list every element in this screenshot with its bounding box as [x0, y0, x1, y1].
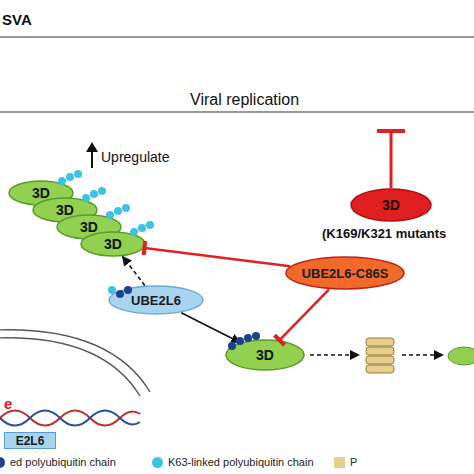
arrow-head: [350, 350, 360, 360]
arrow-connector: [181, 313, 240, 343]
node-text: 3D: [256, 348, 274, 362]
nucleus-envelope: [0, 330, 150, 392]
legend-text: ed polyubiquitin chain: [10, 456, 116, 468]
k63-ubiquitin: [114, 207, 122, 215]
legend-item: ed polyubiquitin chain: [0, 456, 116, 468]
k63-ubiquitin: [146, 221, 154, 229]
k63-ubiquitin: [66, 173, 74, 181]
node-text: 3D: [32, 186, 50, 200]
inhibition-connector: [280, 289, 329, 340]
up-arrow-head: [86, 142, 98, 152]
node-text: E2L6: [16, 435, 45, 447]
panel-title: SVA: [2, 12, 32, 27]
proteasome: [366, 356, 394, 364]
partial-label: e: [4, 396, 12, 411]
node-text: UBE2L6-C86S: [302, 267, 389, 280]
dashed-arrow: [310, 354, 352, 356]
protein-ellipse: 3D: [80, 231, 146, 257]
legend-swatch: [152, 457, 163, 468]
arrow-connector: [123, 256, 145, 285]
inhibition-connector: [144, 248, 290, 266]
node-text: 3D: [56, 203, 74, 217]
node-text: UBE2L6: [131, 294, 181, 307]
arrow-head: [434, 350, 444, 360]
protein-ellipse: 3D: [225, 339, 305, 371]
node-text: 3D: [382, 198, 400, 212]
legend-text: P: [350, 456, 357, 468]
nucleus-envelope: [0, 338, 140, 396]
process-label: Viral replication: [190, 92, 299, 108]
proteasome: [366, 347, 394, 355]
proteasome: [366, 365, 394, 373]
frame-line: [0, 111, 474, 112]
proteasome: [366, 338, 394, 346]
legend-item: P: [334, 456, 357, 468]
k63-ubiquitin: [122, 204, 130, 212]
mutant-ellipse: 3D(K169/K321 mutants: [350, 188, 432, 222]
dna-strand: [0, 411, 140, 426]
legend-text: K63-linked polyubiquitin chain: [168, 456, 314, 468]
dashed-arrow: [402, 354, 436, 356]
mutant-enzyme-ellipse: UBE2L6-C86S: [285, 256, 405, 290]
legend-swatch: [334, 457, 345, 468]
effect-label: Upregulate: [101, 150, 170, 164]
legend-swatch: [0, 457, 5, 468]
node-text: 3D: [80, 220, 98, 234]
frame-line: [0, 36, 474, 37]
node-note: (K169/K321 mutants: [322, 227, 446, 240]
enzyme-ellipse: UBE2L6: [108, 285, 204, 315]
k63-ubiquitin: [138, 224, 146, 232]
node-text: 3D: [104, 237, 122, 251]
k63-ubiquitin: [90, 190, 98, 198]
k63-ubiquitin: [74, 170, 82, 178]
up-arrow: [91, 150, 93, 168]
k48-ubiquitin: [252, 332, 260, 340]
inhibition-stem: [390, 132, 393, 188]
dna-strand: [0, 411, 140, 426]
k63-ubiquitin: [98, 187, 106, 195]
inhibition-bar: [377, 129, 405, 133]
peptide-fragment: [448, 347, 474, 365]
legend-item: K63-linked polyubiquitin chain: [152, 456, 314, 468]
gene-box: E2L6: [4, 432, 56, 449]
